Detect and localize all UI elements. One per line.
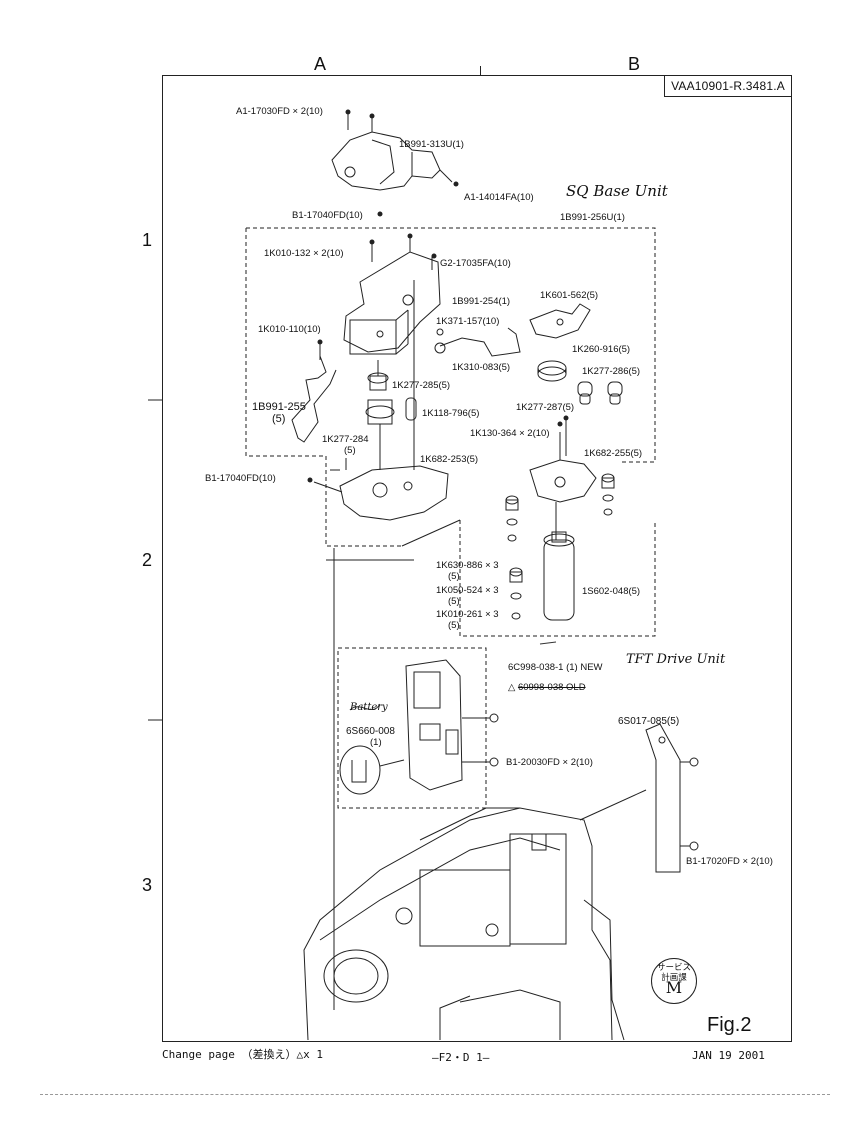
part-label: 1K010-261 × 3 — [436, 609, 499, 620]
part-label: 1K277-287(5) — [516, 402, 575, 413]
part-label: A1-14014FA(10) — [464, 192, 534, 203]
part-label: 1K601-562(5) — [540, 290, 599, 301]
column-divider-tick — [480, 66, 481, 76]
diagram-frame: VAA10901-R.3481.A — [162, 75, 792, 1042]
part-label-qty: (5) — [448, 571, 460, 582]
part-label: 1K371-157(10) — [436, 316, 500, 327]
part-label: B1-20030FD × 2(10) — [506, 757, 593, 768]
part-label: 1K277-286(5) — [582, 366, 641, 377]
stamp-line-1: サービス — [656, 962, 691, 972]
column-label-b: B — [628, 54, 641, 74]
struck-part-number: 60998-038 OLD — [517, 682, 586, 693]
part-label: 1K118-796(5) — [422, 408, 480, 419]
part-label: 6S660-008 — [346, 726, 395, 737]
part-label: 1K277-285(5) — [392, 380, 451, 391]
row-label-1: 1 — [142, 230, 153, 250]
part-label: 1K630-886 × 3 — [436, 560, 499, 571]
footer-page-number: —F2・D 1— — [432, 1051, 490, 1064]
part-label: 1B991-255 — [252, 401, 306, 413]
delta-mark: △ — [508, 682, 516, 693]
part-label: 1K682-255(5) — [584, 448, 643, 459]
scan-edge-line — [40, 1094, 830, 1095]
footer-date: JAN 19 2001 — [692, 1049, 765, 1062]
part-label: B1-17040FD(10) — [205, 473, 276, 484]
part-label: 1B991-254(1) — [452, 296, 511, 307]
row-label-2: 2 — [142, 550, 153, 570]
part-label: 1S602-048(5) — [582, 586, 641, 597]
part-label: 1K130-364 × 2(10) — [470, 428, 550, 439]
part-label-qty: (5) — [448, 620, 460, 631]
part-label: B1-17040FD(10) — [292, 210, 363, 221]
part-label-qty: (5) — [448, 596, 460, 607]
handwritten-note-sq-base: SQ Base Unit — [566, 182, 668, 200]
stamp-line-2: 計画課 — [661, 972, 687, 982]
part-label: 1B991-313U(1) — [399, 139, 464, 150]
handwritten-scribble: Battery — [350, 702, 388, 713]
part-label: B1-17020FD × 2(10) — [686, 856, 773, 867]
handwritten-note-tft: TFT Drive Unit — [626, 652, 726, 667]
footer-change-page: Change page （差換え）△x 1 — [162, 1048, 323, 1061]
part-label: 6C998-038-1 (1) NEW — [508, 662, 603, 673]
part-label: 1K277-284 — [322, 434, 369, 445]
part-label: 1K050-524 × 3 — [436, 585, 499, 596]
part-label: 1K260-916(5) — [572, 344, 631, 355]
part-label-qty: (5) — [272, 413, 286, 425]
row-label-3: 3 — [142, 875, 153, 895]
part-label: 1K010-132 × 2(10) — [264, 248, 344, 259]
service-stamp: サービス 計画課 M — [651, 958, 697, 1004]
part-label: 6S017-085(5) — [618, 716, 680, 727]
stamp-letter: M — [665, 978, 683, 997]
part-label: 1K010-110(10) — [258, 324, 321, 335]
figure-label: Fig.2 — [707, 1014, 752, 1036]
part-label: G2-17035FA(10) — [440, 258, 511, 269]
part-label-old: △ 60998-038 OLD — [508, 682, 586, 693]
part-label: 1B991-256U(1) — [560, 212, 625, 223]
part-label: 1K682-253(5) — [420, 454, 479, 465]
column-label-a: A — [314, 54, 327, 74]
document-id-box: VAA10901-R.3481.A — [664, 75, 792, 97]
part-label-qty: (5) — [344, 445, 356, 456]
part-label-qty: (1) — [370, 737, 382, 748]
part-label: A1-17030FD × 2(10) — [236, 106, 323, 117]
part-label: 1K310-083(5) — [452, 362, 511, 373]
